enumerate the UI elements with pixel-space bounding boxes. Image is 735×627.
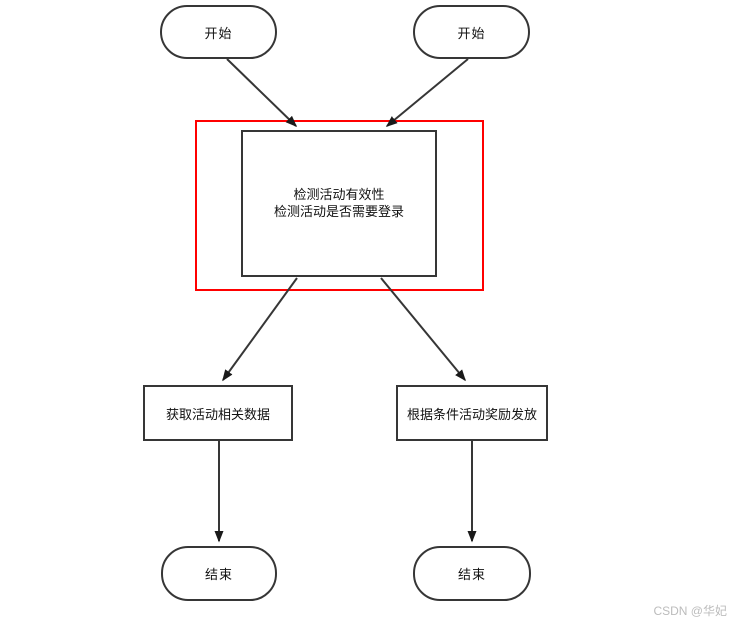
end-node-right-label: 结束 <box>457 567 486 582</box>
start-node-right: 开始 <box>413 5 530 59</box>
reward-distribution-label: 根据条件活动奖励发放 <box>406 406 537 422</box>
highlight-frame <box>195 120 484 291</box>
end-node-left: 结束 <box>161 546 277 601</box>
csdn-watermark: CSDN @华妃 <box>653 604 727 618</box>
check-activity-line1: 检测活动有效性 <box>293 186 385 202</box>
start-node-right-label: 开始 <box>457 25 486 41</box>
fetch-data-label: 获取活动相关数据 <box>165 406 270 422</box>
arrow-start-right-to-check <box>385 58 469 127</box>
end-node-right: 结束 <box>413 546 531 601</box>
reward-distribution-node: 根据条件活动奖励发放 <box>396 385 548 441</box>
check-activity-line2: 检测活动是否需要登录 <box>273 203 404 219</box>
arrow-check-to-fetch <box>222 277 298 382</box>
start-node-left: 开始 <box>160 5 277 59</box>
arrow-check-to-reward <box>380 277 466 382</box>
check-activity-node: 检测活动有效性 检测活动是否需要登录 <box>241 130 437 277</box>
fetch-data-node: 获取活动相关数据 <box>143 385 293 441</box>
arrow-start-left-to-check <box>226 58 298 128</box>
end-node-left-label: 结束 <box>204 567 233 582</box>
start-node-left-label: 开始 <box>204 25 233 41</box>
